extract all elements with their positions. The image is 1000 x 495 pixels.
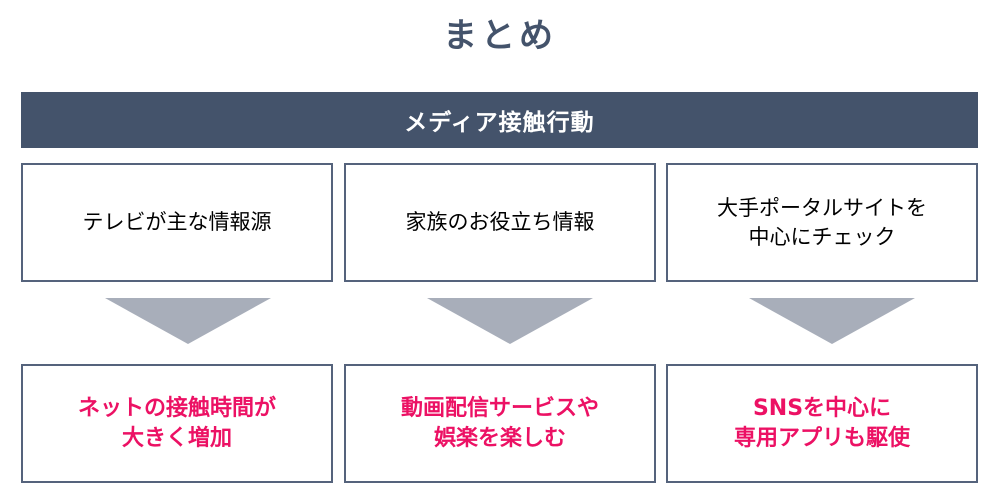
section-header-label: メディア接触行動 (404, 110, 595, 136)
after-box-tv: ネットの接触時間が 大きく増加 (21, 364, 333, 483)
before-box-family-label: 家族のお役立ち情報 (405, 210, 595, 235)
after-box-portal-label: SNSを中心に 専用アプリも駆使 (733, 396, 910, 451)
before-box-portal: 大手ポータルサイトを 中心にチェック (666, 163, 978, 282)
page-title: まとめ (443, 16, 557, 56)
down-arrow-icon-tv (105, 298, 271, 344)
down-arrow-icon-family (427, 298, 593, 344)
down-arrow-icon-portal (749, 298, 915, 344)
before-box-tv-label: テレビが主な情報源 (82, 210, 272, 235)
after-box-portal: SNSを中心に 専用アプリも駆使 (666, 364, 978, 483)
section-header-band: メディア接触行動 (21, 92, 978, 148)
before-box-tv: テレビが主な情報源 (21, 163, 333, 282)
after-box-tv-label: ネットの接触時間が 大きく増加 (77, 396, 276, 451)
after-box-family: 動画配信サービスや 娯楽を楽しむ (344, 364, 656, 483)
before-box-family: 家族のお役立ち情報 (344, 163, 656, 282)
after-box-family-label: 動画配信サービスや 娯楽を楽しむ (400, 396, 599, 451)
before-box-portal-label: 大手ポータルサイトを 中心にチェック (717, 196, 927, 249)
